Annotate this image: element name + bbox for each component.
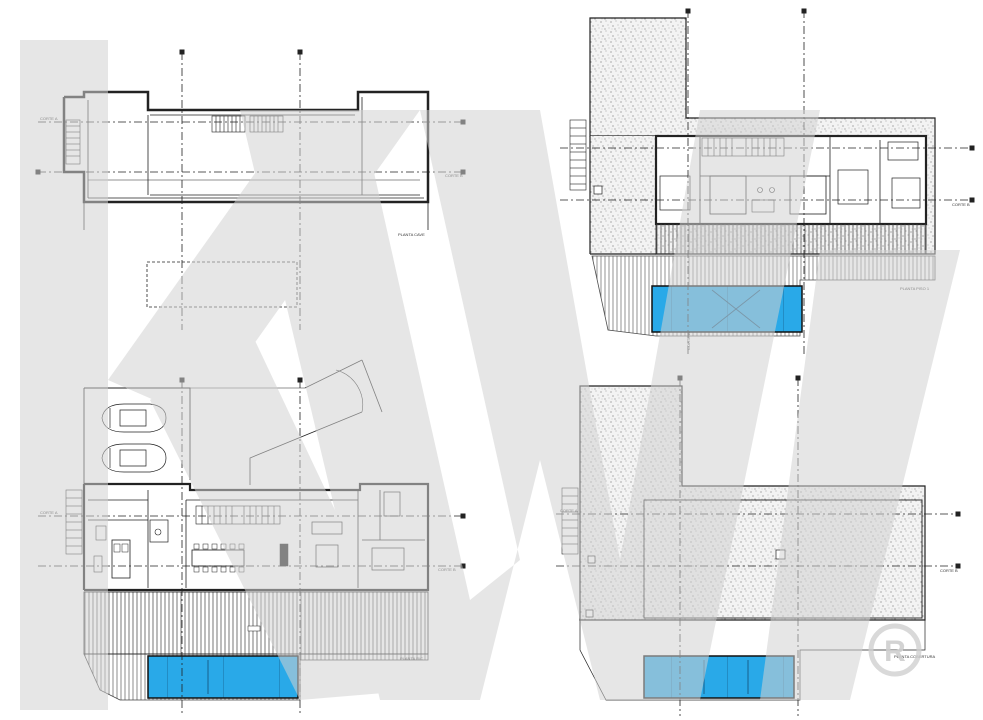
- upper-interior: [654, 134, 928, 226]
- ground-section-label-b: CORTE B: [438, 567, 456, 572]
- upper-section-label-b: CORTE B: [952, 202, 970, 207]
- kitchen-island: [111, 539, 131, 579]
- basement-section-label-a: CORTE A: [40, 116, 58, 121]
- bed-center: [837, 169, 869, 205]
- stairs-left: [65, 119, 81, 165]
- ground-floor-plan: [38, 359, 466, 716]
- basement-caption: PLANTA CAVE: [398, 232, 425, 237]
- upper-pool: [651, 285, 803, 333]
- upper-floor-plan: [560, 8, 975, 354]
- bed-right: [891, 177, 921, 209]
- ground-caption: PLANTA R/C: [400, 656, 423, 661]
- car-top: [101, 403, 167, 433]
- ground-stairs: [195, 505, 281, 525]
- ghost-pool-outline: [146, 261, 298, 308]
- roof-stairs-left: [561, 487, 579, 555]
- stairs: [211, 115, 284, 133]
- upper-caption: PLANTA PISO 1: [900, 286, 930, 291]
- car-bottom: [101, 443, 167, 473]
- roof-section-label-a: CORTE A: [560, 508, 578, 513]
- roof-pool: [643, 655, 795, 699]
- upper-section-label-a: CORTE A: [686, 332, 691, 350]
- sofa: [311, 521, 343, 535]
- ground-section-label-a: CORTE A: [40, 510, 58, 515]
- roof-caption: PLANTA COBERTURA: [894, 654, 936, 659]
- upper-stairs-left: [569, 119, 587, 191]
- roof-plan: [556, 375, 961, 716]
- basement-section-label-b: CORTE B: [445, 173, 463, 178]
- ground-pool: [147, 655, 299, 699]
- basement-plan: [35, 49, 466, 330]
- dining-table: [191, 549, 245, 567]
- roof-section-label-b: CORTE B: [940, 568, 958, 573]
- ground-deck: [83, 591, 429, 655]
- upper-balcony-deck: [655, 223, 927, 255]
- ground-stairs-left: [65, 489, 83, 555]
- basement-outline: [62, 90, 430, 204]
